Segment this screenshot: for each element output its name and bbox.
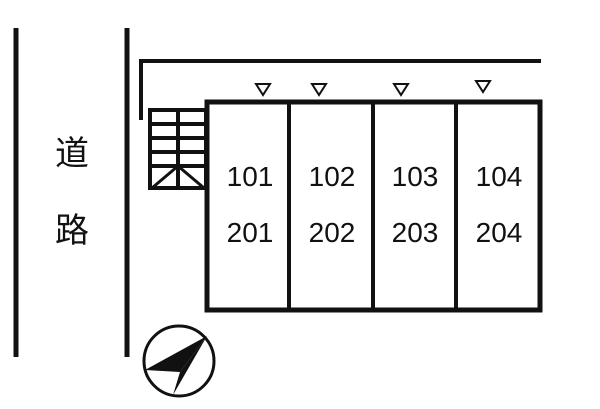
unit-label-upper: 103 [391,161,439,192]
unit-label-lower: 203 [391,217,439,248]
entrance-marker-icon [474,80,492,94]
staircase-icon [148,108,208,190]
unit-label-upper: 102 [308,161,356,192]
entrance-marker-icon [254,83,272,97]
road-label-char-2: 路 [55,211,89,251]
entrance-marker-icon [310,83,328,97]
entrance-marker-icon [392,83,410,97]
unit-label-lower: 204 [475,217,523,248]
unit-label-upper: 101 [226,161,274,192]
north-arrow-icon [142,324,216,398]
unit-label-lower: 201 [226,217,274,248]
unit-label-upper: 104 [475,161,523,192]
site-boundary [139,59,541,120]
unit-label-lower: 202 [308,217,356,248]
road-label-char-1: 道 [55,134,89,174]
